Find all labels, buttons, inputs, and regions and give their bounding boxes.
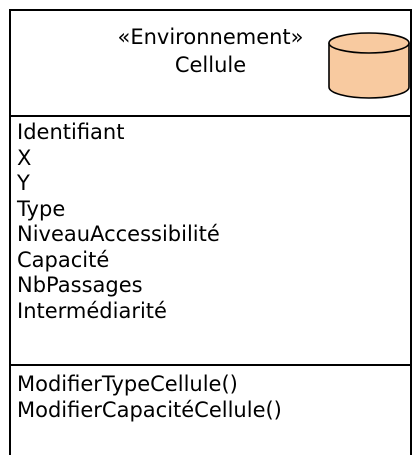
database-icon-body [328,43,410,99]
uml-class-cellule: «Environnement» Cellule Identifiant X Y … [9,9,412,455]
database-icon [328,32,410,99]
database-icon-top [328,32,410,54]
operation-modifier-capacite-cellule: ModifierCapacitéCellule() [17,397,282,422]
attribute-niveau-accessibilite: NiveauAccessibilité [17,222,220,246]
attribute-x: X [17,145,32,170]
class-name: Cellule [174,53,247,77]
attribute-intermediarite: Intermédiarité [17,298,167,323]
class-header: «Environnement» Cellule [11,11,410,117]
attribute-nb-passages: NbPassages [17,273,143,297]
attributes-compartment: Identifiant X Y Type NiveauAccessibilité… [11,117,410,366]
operation-modifier-type-cellule: ModifierTypeCellule() [17,372,238,396]
attribute-identifiant: Identifiant [17,120,125,144]
class-stereotype: «Environnement» [117,25,304,49]
attribute-y: Y [17,171,30,195]
operations-compartment: ModifierTypeCellule() ModifierCapacitéCe… [11,366,410,423]
attribute-type: Type [17,196,66,221]
attribute-capacite: Capacité [17,247,110,272]
